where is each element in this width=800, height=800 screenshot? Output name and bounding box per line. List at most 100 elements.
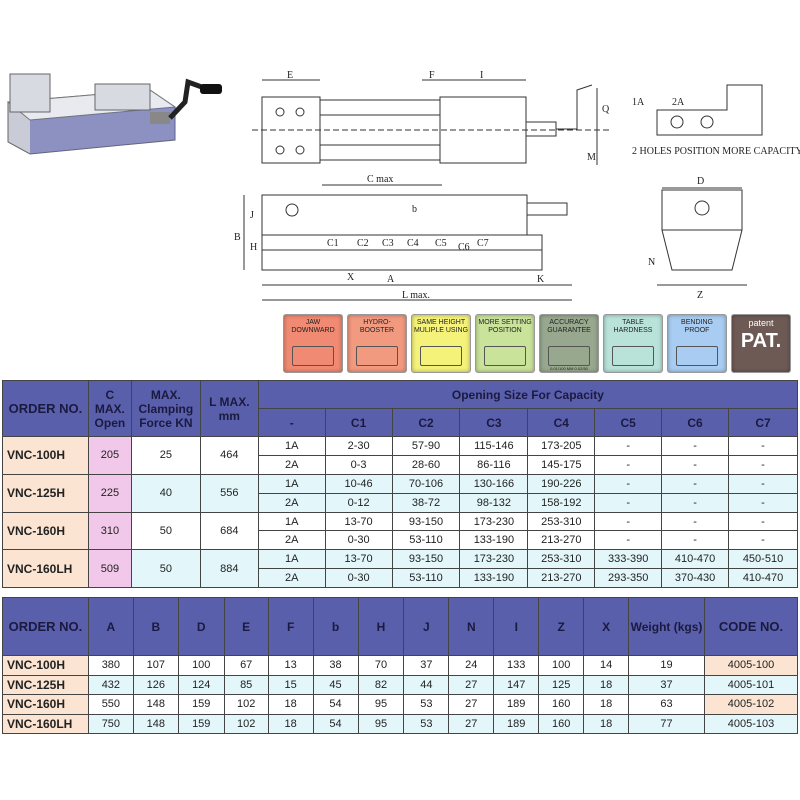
hole-position: 1A — [257, 549, 326, 570]
header-force: MAX. Clamping Force KN — [130, 380, 201, 437]
opening-size-cell: - — [728, 492, 798, 513]
opening-size-cell: 133-190 — [459, 568, 529, 589]
opening-size-cell: - — [661, 454, 729, 475]
dim-L-max: L max. — [402, 290, 430, 301]
position-C4: C4 — [407, 238, 419, 249]
order-no: VNC-160H — [2, 511, 89, 551]
order-no: VNC-160H — [2, 694, 89, 715]
opening-size-cell: - — [594, 454, 663, 475]
feature-badge: JAW DOWNWARD — [283, 314, 343, 373]
opening-size-cell: - — [661, 492, 729, 513]
header-cell: CODE NO. — [703, 597, 799, 656]
code-no: 4005-100 — [703, 655, 799, 676]
dimension-cell: 14 — [583, 655, 630, 676]
opening-size-cell: - — [594, 530, 663, 551]
feature-icon — [548, 346, 590, 366]
header-c3: C3 — [459, 408, 529, 437]
dim-K: K — [537, 274, 545, 285]
feature-badge: MORE SETTING POSITION — [475, 314, 535, 373]
position-C7: C7 — [477, 238, 489, 249]
dimension-cell: 124 — [177, 674, 225, 695]
header-l: L MAX. mm — [199, 380, 259, 437]
header-c7: C7 — [728, 408, 798, 437]
dimension-cell: 160 — [538, 713, 585, 734]
dimension-cell: 160 — [538, 694, 585, 715]
dimension-cell: 19 — [628, 655, 705, 676]
opening-size-cell: - — [594, 492, 663, 513]
opening-size-cell: - — [728, 511, 798, 532]
dim-D: D — [697, 176, 704, 187]
hole-position: 1A — [257, 511, 326, 532]
feature-icon — [484, 346, 526, 366]
hole-position: 2A — [257, 454, 326, 475]
header-cell: A — [87, 597, 134, 656]
clamping-force: 50 — [130, 549, 201, 589]
opening-size-cell: 2-30 — [324, 436, 393, 456]
code-no: 4005-102 — [703, 694, 799, 715]
dim-I: I — [480, 70, 483, 81]
dimension-cell: 95 — [357, 694, 405, 715]
dim-N: N — [648, 257, 655, 268]
header-cell: Z — [538, 597, 585, 656]
opening-size-cell: 0-3 — [324, 454, 393, 475]
dimension-cell: 85 — [223, 674, 269, 695]
dimension-cell: 53 — [403, 713, 450, 734]
dimension-cell: 24 — [448, 655, 495, 676]
opening-size-cell: 370-430 — [661, 568, 729, 589]
opening-size-cell: - — [728, 436, 798, 456]
c-max-open: 509 — [87, 549, 132, 589]
dimension-cell: 18 — [583, 674, 630, 695]
header-cell: X — [583, 597, 630, 656]
opening-size-cell: 293-350 — [594, 568, 663, 589]
dimension-cell: 100 — [177, 655, 225, 676]
opening-size-cell: - — [728, 530, 798, 551]
opening-size-cell: 253-310 — [527, 549, 596, 570]
order-no: VNC-160LH — [2, 713, 89, 734]
badge-big-label: PAT. — [740, 330, 782, 352]
badge-sub-label: 0.01/100 MM 0.02/50 — [550, 366, 588, 371]
header-c4: C4 — [527, 408, 596, 437]
badge-label: JAW DOWNWARD — [291, 319, 335, 334]
position-C3: C3 — [382, 238, 394, 249]
opening-size-cell: 93-150 — [391, 549, 461, 570]
opening-size-cell: 213-270 — [527, 568, 596, 589]
c-max-open: 310 — [87, 511, 132, 551]
dimension-cell: 102 — [223, 694, 269, 715]
dim-E: E — [287, 70, 293, 81]
holes-diagram — [656, 84, 763, 136]
badge-label: patent — [748, 318, 774, 328]
hole-position: 2A — [257, 530, 326, 551]
feature-icon — [612, 346, 654, 366]
clamping-force: 50 — [130, 511, 201, 551]
opening-size-cell: 410-470 — [728, 568, 798, 589]
header-cell: F — [267, 597, 314, 656]
feature-badge: TABLE HARDNESS — [603, 314, 663, 373]
dimension-cell: 125 — [538, 674, 585, 695]
opening-size-cell: 333-390 — [594, 549, 663, 570]
dimension-cell: 107 — [132, 655, 179, 676]
opening-size-cell: 93-150 — [391, 511, 461, 532]
header-cell: b — [312, 597, 359, 656]
header-c6: C6 — [661, 408, 729, 437]
hole-position: 1A — [257, 473, 326, 494]
dim-H: H — [250, 242, 257, 253]
opening-size-cell: 38-72 — [391, 492, 461, 513]
dimension-cell: 44 — [403, 674, 450, 695]
hole-1A: 1A — [632, 97, 645, 108]
dimension-cell: 147 — [493, 674, 540, 695]
opening-size-cell: 57-90 — [391, 436, 461, 456]
header-c5: C5 — [594, 408, 663, 437]
opening-size-cell: 53-110 — [391, 568, 461, 589]
clamping-force: 25 — [130, 436, 201, 475]
dim-b: b — [412, 204, 417, 215]
header-opening-size: Opening Size For Capacity — [257, 380, 799, 409]
